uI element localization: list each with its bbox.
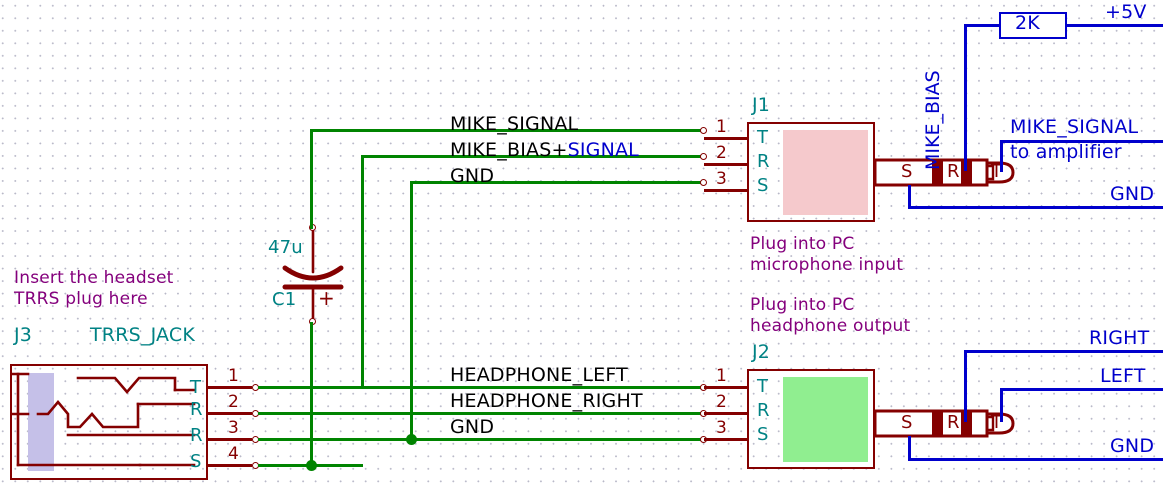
j1-pin-2-terminal: [700, 153, 707, 160]
c1-reference: C1: [272, 289, 297, 310]
j1-pin-1-name: T: [757, 127, 769, 148]
wire-mike-signal-horizontal: [310, 129, 702, 133]
wire-mike-bias-signal-vertical: [361, 155, 365, 388]
junction-dot-gnd: [406, 434, 417, 445]
wire-mike-signal-out-vertical: [1000, 140, 1003, 172]
j3-pin-2-name: R: [190, 399, 203, 420]
j3-pin-4-number: 4: [228, 444, 240, 464]
wire-left-vertical: [1000, 388, 1003, 422]
j3-plug-insert-fill: [28, 373, 54, 471]
wire-mic-gnd-vertical: [410, 181, 414, 440]
j2-reference: J2: [752, 341, 771, 363]
wire-mic-gnd-horizontal: [410, 181, 702, 185]
wire-left-horizontal: [1000, 388, 1163, 391]
j2-pin-3-number: 3: [716, 418, 728, 438]
label-to-amplifier: to amplifier: [1010, 141, 1122, 163]
wire-j3-pin2-run: [258, 412, 702, 416]
j2-plug-segment-r: R: [947, 412, 960, 433]
r1-body: [999, 12, 1067, 39]
j1-pin-3-number: 3: [716, 169, 728, 189]
j3-pin-4-name: S: [190, 451, 202, 472]
label-plus-5v: +5V: [1105, 1, 1147, 23]
net-label-signal-suffix: SIGNAL: [567, 139, 639, 161]
label-mic-gnd-out: GND: [1110, 183, 1155, 205]
j1-pin-2-number: 2: [716, 143, 728, 163]
j1-plug-segment-r: R: [947, 161, 960, 182]
j3-pin-3-name: R: [190, 425, 203, 446]
j1-pin-1-terminal: [700, 127, 707, 134]
label-right: RIGHT: [1089, 327, 1150, 349]
annotation-mic-plug-line2: microphone input: [750, 255, 904, 275]
label-left: LEFT: [1100, 365, 1146, 387]
j1-pin-3-terminal: [700, 179, 707, 186]
j1-pin-1-number: 1: [716, 117, 728, 137]
wire-hp-gnd-out-horizontal: [908, 458, 1163, 461]
net-label-mike-bias-signal: MIKE_BIAS+SIGNAL: [450, 140, 639, 161]
wire-mic-gnd-out-vertical: [908, 185, 911, 208]
j3-body: [10, 364, 208, 480]
j3-pin-2-number: 2: [228, 392, 240, 412]
j2-pin-1-lead: [704, 386, 749, 389]
wire-plus-5v-underline: [1067, 24, 1163, 27]
wire-j3-pin3-run: [258, 438, 702, 442]
wire-mike-bias-horizontal: [964, 24, 1001, 27]
wire-hp-gnd-out-vertical: [908, 436, 911, 460]
wire-mike-bias-signal-horizontal: [361, 155, 702, 159]
net-label-headphone-left: HEADPHONE_LEFT: [450, 364, 628, 386]
j2-pin-1-number: 1: [716, 366, 728, 386]
c1-polarity-marker: +: [318, 286, 335, 310]
j3-pin-3-number: 3: [228, 418, 240, 438]
j3-pin-1-number: 1: [228, 366, 240, 386]
j2-plug-segment-s: S: [901, 412, 913, 433]
annotation-insert-headset-line1: Insert the headset: [14, 268, 174, 288]
j3-pin-2-lead: [208, 412, 252, 415]
net-label-mic-gnd: GND: [450, 165, 495, 187]
j1-pin-1-lead: [704, 137, 749, 140]
net-label-mike-signal: MIKE_SIGNAL: [450, 113, 579, 135]
j3-pin-1-lead: [208, 386, 252, 389]
j2-plug-segment-t: T: [991, 412, 1003, 433]
j3-value: TRRS_JACK: [90, 324, 196, 346]
r1-value: 2K: [1015, 12, 1040, 34]
net-label-mike-bias-prefix: MIKE_BIAS+: [450, 139, 568, 161]
j2-pin-3-lead: [704, 438, 749, 441]
j1-pin-3-name: S: [757, 175, 769, 196]
j2-pin-2-number: 2: [716, 392, 728, 412]
wire-mic-gnd-out-horizontal: [908, 206, 1163, 209]
label-mike-bias: MIKE_BIAS: [922, 70, 944, 170]
j2-pin-2-name: R: [757, 400, 770, 421]
net-label-headphone-gnd: GND: [450, 416, 495, 438]
j3-pin-3-lead: [208, 438, 252, 441]
j1-reference: J1: [752, 94, 771, 116]
j3-pin-4-lead: [208, 464, 252, 467]
j3-reference: J3: [14, 324, 33, 346]
j2-body-fill: [783, 377, 868, 462]
j2-pin-1-name: T: [757, 376, 769, 397]
wire-right-vertical: [964, 350, 967, 422]
j1-pin-2-lead: [704, 163, 749, 166]
annotation-headphone-plug-line2: headphone output: [750, 316, 911, 336]
net-label-headphone-right: HEADPHONE_RIGHT: [450, 390, 643, 412]
j2-pin-2-lead: [704, 412, 749, 415]
label-hp-gnd-out: GND: [1110, 435, 1155, 457]
j1-plug-segment-s: S: [901, 161, 913, 182]
annotation-headphone-plug-line1: Plug into PC: [750, 295, 855, 315]
annotation-mic-plug-line1: Plug into PC: [750, 234, 855, 254]
j3-pin-1-name: T: [190, 377, 202, 398]
j1-pin-3-lead: [704, 189, 749, 192]
j2-pin-3-name: S: [757, 424, 769, 445]
wire-headphone-left-run: [361, 386, 702, 390]
wire-mike-signal-out-horizontal: [1000, 140, 1163, 143]
wire-s-to-c1: [310, 322, 314, 466]
label-mike-signal-out: MIKE_SIGNAL: [1010, 116, 1139, 138]
wire-mike-bias-vertical: [964, 24, 967, 171]
j1-pin-2-name: R: [757, 151, 770, 172]
annotation-insert-headset-line2: TRRS plug here: [14, 289, 148, 309]
wire-mike-signal-vertical: [310, 129, 314, 229]
c1-value: 47u: [268, 237, 303, 258]
j1-plug-segment-t: T: [991, 161, 1003, 182]
j1-body-fill: [783, 130, 868, 215]
junction-dot-sleeve: [306, 460, 317, 471]
wire-right-horizontal: [964, 350, 1163, 353]
